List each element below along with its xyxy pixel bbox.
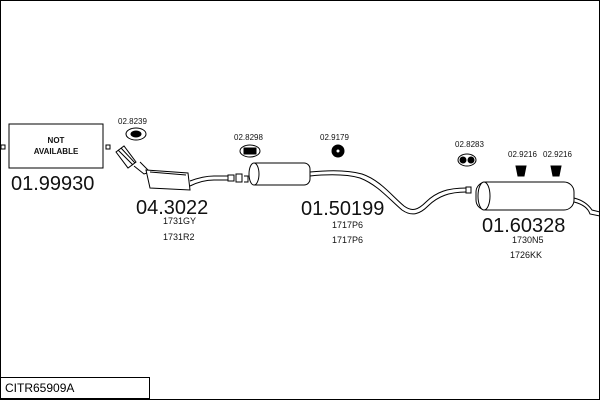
reference-code: 1730N5 [512, 235, 544, 245]
diagram-code-box: CITR65909A [0, 377, 150, 399]
clamp-icon-02-8239 [125, 127, 147, 141]
catalytic-converter [115, 145, 243, 191]
part-number: 01.50199 [301, 198, 384, 220]
hanger-icon-02-9216-b [550, 165, 562, 177]
reference-code: 1731GY [163, 216, 196, 226]
gasket-icon-02-9179 [331, 144, 345, 158]
rubber-mount-icon-02-8298 [239, 144, 261, 158]
accessory-label: 02.8239 [118, 117, 147, 126]
accessory-label: 02.9216 [543, 150, 572, 159]
hanger-icon-02-9216-a [515, 165, 527, 177]
middle-silencer [244, 162, 472, 215]
part-number: 04.3022 [136, 197, 208, 219]
accessory-label: 02.8298 [234, 133, 263, 142]
not-available-line1: NOT [48, 136, 65, 145]
not-available-line2: AVAILABLE [34, 147, 79, 156]
part-number: 01.60328 [482, 215, 565, 237]
accessory-label: 02.9216 [508, 150, 537, 159]
reference-code: 1717P6 [332, 235, 363, 245]
rear-silencer [475, 181, 600, 217]
reference-code: 1731R2 [163, 232, 195, 242]
not-available-box: NOT AVAILABLE [0, 123, 111, 169]
rubber-mount-icon-02-8283 [457, 153, 477, 167]
reference-code: 1717P6 [332, 220, 363, 230]
accessory-label: 02.9179 [320, 133, 349, 142]
part-number: 01.99930 [11, 173, 94, 195]
reference-code: 1726KK [510, 250, 542, 260]
accessory-label: 02.8283 [455, 140, 484, 149]
